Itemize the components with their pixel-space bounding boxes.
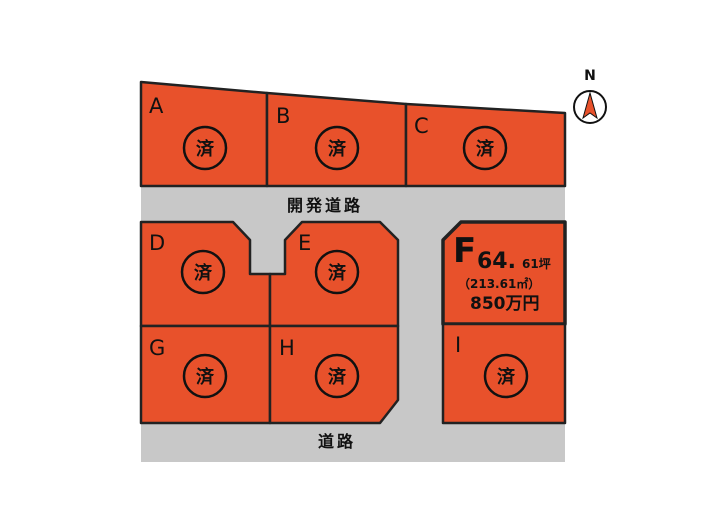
lot-f-area-sqm: （213.61㎡） (458, 276, 540, 291)
road-label: 道路 (318, 432, 356, 451)
svg-text:済: 済 (194, 262, 213, 284)
lot-f-tsubo-int: 64. (477, 249, 516, 274)
lot-letter-h: H (279, 336, 295, 360)
lot-letter-c: C (414, 114, 429, 138)
north-arrow-icon (582, 91, 598, 120)
compass-icon: N (573, 68, 607, 124)
sold-badge-c: 済 (462, 125, 508, 171)
sold-badge-g: 済 (182, 353, 228, 399)
lot-letter-e: E (298, 231, 311, 255)
svg-text:済: 済 (328, 138, 347, 160)
lot-letter-b: B (276, 104, 290, 128)
sold-badge-d: 済 (180, 249, 226, 295)
sold-badge-i: 済 (483, 353, 529, 399)
svg-text:済: 済 (328, 262, 347, 284)
sold-badge-h: 済 (314, 353, 360, 399)
sold-badge-b: 済 (314, 125, 360, 171)
lot-letter-d: D (149, 231, 165, 255)
lot-i[interactable] (441, 322, 567, 425)
svg-text:済: 済 (476, 138, 495, 160)
svg-text:済: 済 (196, 366, 215, 388)
lot-f-price: 850万円 (470, 294, 540, 314)
lot-letter-a: A (149, 94, 164, 118)
lot-letter-f: F (453, 231, 476, 271)
lot-f-tsubo-dec: 61坪 (522, 257, 551, 271)
compass-north-label: N (584, 68, 596, 84)
lot-letter-g: G (149, 336, 165, 360)
svg-text:済: 済 (328, 366, 347, 388)
lot-h[interactable] (268, 324, 400, 425)
svg-text:済: 済 (497, 366, 516, 388)
sold-badge-a: 済 (182, 125, 228, 171)
lot-letter-i: I (455, 333, 461, 357)
lot-c[interactable] (404, 102, 567, 188)
sold-badge-e: 済 (314, 249, 360, 295)
svg-text:済: 済 (196, 138, 215, 160)
development-road-label: 開発道路 (287, 196, 363, 215)
